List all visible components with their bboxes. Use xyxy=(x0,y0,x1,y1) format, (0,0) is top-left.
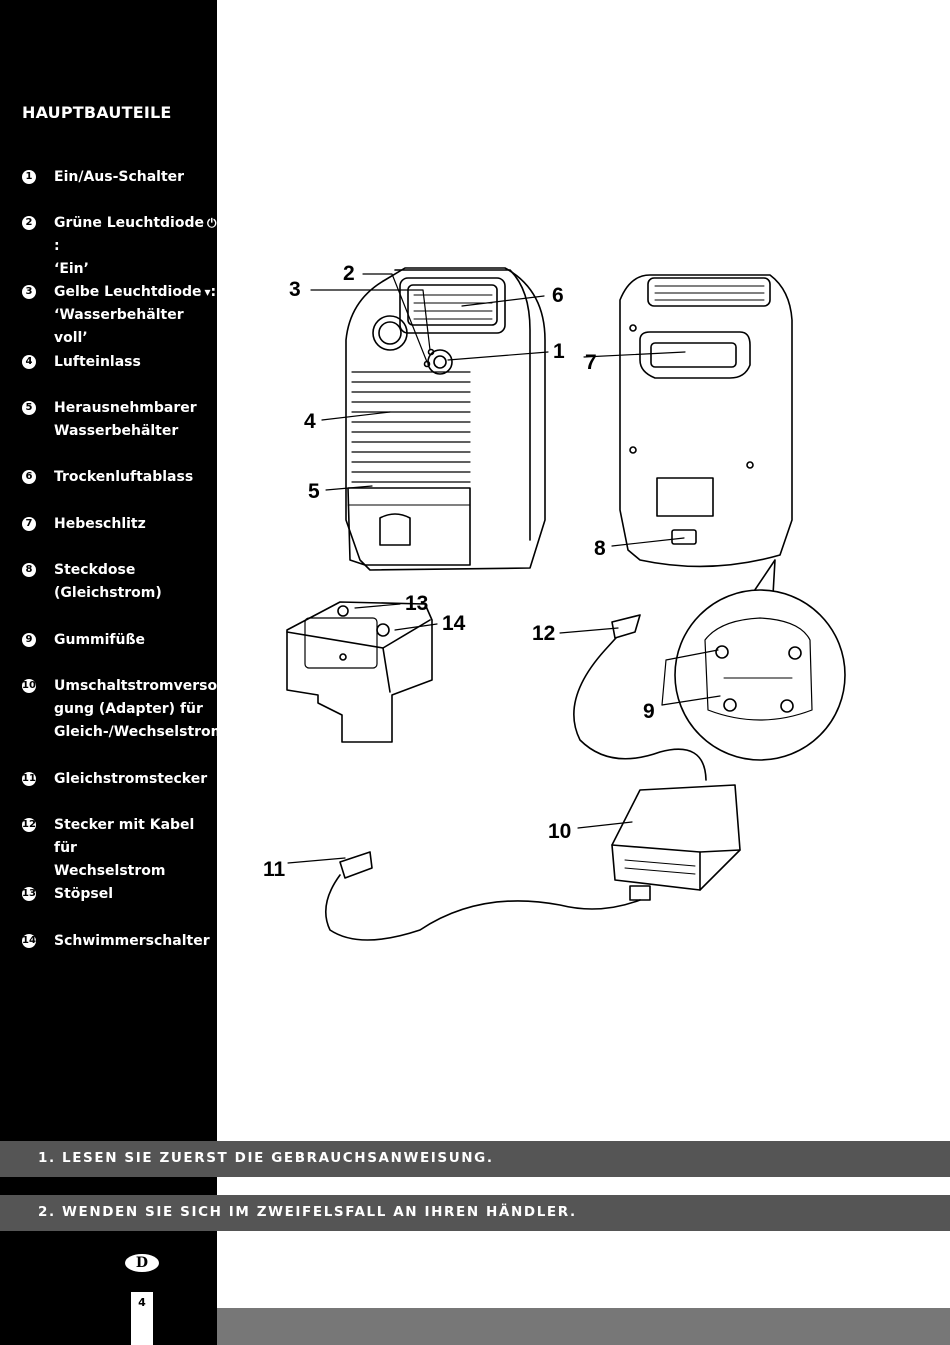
callout-12: 12 xyxy=(532,622,555,645)
item-label: Grüne Leuchtdiode xyxy=(54,215,204,231)
item-label-line2: ‘Ein’ xyxy=(54,261,89,277)
banner-text: 1. LESEN SIE ZUERST DIE GEBRAUCHSANWEISU… xyxy=(38,1150,494,1166)
bottom-detail-drawing xyxy=(674,559,846,761)
item-label-line3: Gleich-/Wechselstrom xyxy=(54,724,226,740)
item-label-line2: (Gleichstrom) xyxy=(54,585,162,601)
callout-14: 14 xyxy=(442,612,466,635)
item-label: Stöpsel xyxy=(54,886,114,902)
item-number: 4 xyxy=(22,355,36,369)
item-number: 12 xyxy=(22,818,36,832)
instruction-banner-2: 2. WENDEN SIE SICH IM ZWEIFELSFALL AN IH… xyxy=(0,1195,950,1231)
item-label: Umschaltstromversor- xyxy=(54,678,230,694)
instruction-banner-1: 1. LESEN SIE ZUERST DIE GEBRAUCHSANWEISU… xyxy=(0,1141,950,1177)
item-label-line2: ‘Wasserbehälter voll’ xyxy=(54,307,184,346)
callout-6: 6 xyxy=(552,284,564,307)
item-label: Gelbe Leuchtdiode xyxy=(54,284,202,300)
callout-labels: 1 2 3 4 5 6 7 8 9 10 11 12 13 14 xyxy=(263,262,655,881)
callout-3: 3 xyxy=(289,278,301,301)
callout-4: 4 xyxy=(304,410,316,433)
banner-text: 2. WENDEN SIE SICH IM ZWEIFELSFALL AN IH… xyxy=(38,1204,577,1220)
sidebar: HAUPTBAUTEILE 1 Ein/Aus-Schalter 2 Grüne… xyxy=(0,0,230,1345)
item-number: 5 xyxy=(22,401,36,415)
item-number: 2 xyxy=(22,216,36,230)
item-label: Gummifüße xyxy=(54,632,146,648)
item-number: 6 xyxy=(22,470,36,484)
power-adapter-drawing xyxy=(611,784,741,901)
water-tank-icon: ▾ xyxy=(204,285,211,299)
item-label: Ein/Aus-Schalter xyxy=(54,169,185,185)
item-number: 7 xyxy=(22,517,36,531)
callout-1: 1 xyxy=(553,340,565,363)
callout-8: 8 xyxy=(594,537,606,560)
item-number: 10 xyxy=(22,679,36,693)
section-title: HAUPTBAUTEILE xyxy=(22,103,172,122)
item-number: 14 xyxy=(22,934,36,948)
item-suffix: : xyxy=(54,238,60,254)
callout-11: 11 xyxy=(263,858,286,881)
callout-2: 2 xyxy=(343,262,355,285)
item-label: Trockenluftablass xyxy=(54,469,194,485)
item-number: 8 xyxy=(22,563,36,577)
callout-10: 10 xyxy=(548,820,571,843)
item-label: Schwimmerschalter xyxy=(54,933,210,949)
language-badge: D xyxy=(125,1254,159,1272)
item-label: Herausnehmbarer xyxy=(54,400,197,416)
item-number: 3 xyxy=(22,285,36,299)
power-icon: ⏻ xyxy=(207,216,217,230)
item-suffix: : xyxy=(210,284,217,300)
dehumidifier-back-view xyxy=(619,274,793,568)
item-number: 13 xyxy=(22,887,36,901)
item-label: Stecker mit Kabel für xyxy=(54,817,195,856)
item-number: 11 xyxy=(22,772,36,786)
item-label: Lufteinlass xyxy=(54,354,141,370)
dehumidifier-front-view xyxy=(345,267,546,571)
leader-lines xyxy=(287,273,721,864)
item-number: 9 xyxy=(22,633,36,647)
item-label-line2: Wasserbehälter xyxy=(54,423,179,439)
callout-9: 9 xyxy=(643,700,655,723)
callout-13: 13 xyxy=(405,592,428,615)
callout-7: 7 xyxy=(585,351,597,374)
item-label-line2: Wechselstrom xyxy=(54,863,166,879)
item-label: Hebeschlitz xyxy=(54,516,146,532)
callout-5: 5 xyxy=(308,480,320,503)
item-label: Gleichstromstecker xyxy=(54,771,208,787)
cable-drawing xyxy=(324,614,707,941)
water-tank-drawing xyxy=(286,601,433,743)
item-label-line2: gung (Adapter) für xyxy=(54,701,203,717)
item-label: Steckdose xyxy=(54,562,136,578)
footer-bar xyxy=(217,1308,950,1345)
parts-diagram: 1 2 3 4 5 6 7 8 9 10 11 12 13 14 xyxy=(263,262,846,941)
item-number: 1 xyxy=(22,170,36,184)
page-number-box: 4 xyxy=(131,1292,153,1345)
page-number: 4 xyxy=(138,1296,146,1309)
